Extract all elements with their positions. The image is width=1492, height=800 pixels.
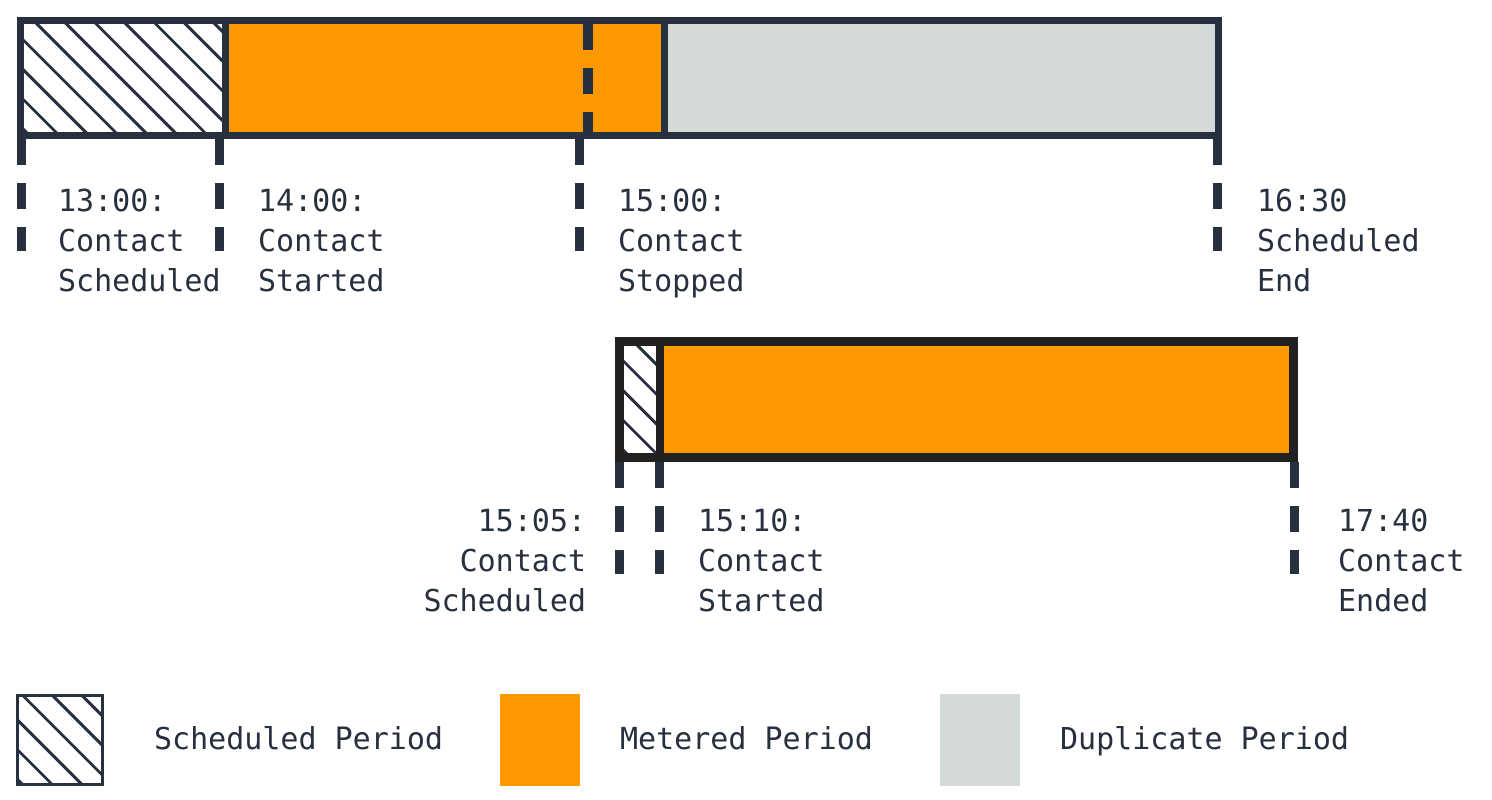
marker-line1: Contact bbox=[258, 224, 385, 259]
timeline-2-label-15-10: 15:10: Contact Started bbox=[698, 502, 824, 622]
marker-line1: Contact bbox=[1338, 544, 1465, 579]
legend-swatch-duplicate-icon bbox=[940, 694, 1020, 786]
legend-label-duplicate: Duplicate Period bbox=[1060, 722, 1349, 757]
legend-swatch-metered-icon bbox=[500, 694, 580, 786]
timeline-1-tick-16-30 bbox=[1213, 139, 1222, 251]
marker-time: 13:00: bbox=[58, 184, 167, 219]
timeline-1-label-14-00: 14:00: Contact Started bbox=[258, 182, 384, 302]
timeline-1-label-13-00: 13:00: Contact Scheduled bbox=[58, 182, 221, 302]
marker-line1: Contact bbox=[58, 224, 185, 259]
legend-label-scheduled: Scheduled Period bbox=[154, 722, 443, 757]
timeline-1-tick-14-00 bbox=[215, 139, 224, 251]
legend-label-metered: Metered Period bbox=[620, 722, 873, 757]
legend-swatch-scheduled-icon bbox=[16, 694, 104, 786]
timeline-2-tick-17-40 bbox=[1290, 462, 1299, 574]
timeline-1-stop-dash bbox=[583, 24, 593, 132]
timeline-1-label-16-30: 16:30 Scheduled End bbox=[1257, 182, 1420, 302]
marker-line2: Stopped bbox=[618, 264, 745, 299]
marker-line1: Contact bbox=[698, 544, 825, 579]
legend-item-duplicate-period: Duplicate Period bbox=[940, 694, 1349, 786]
timeline-1-tick-13-00 bbox=[17, 139, 26, 251]
timeline-2-segment-scheduled bbox=[624, 346, 664, 453]
marker-time: 14:00: bbox=[258, 184, 367, 219]
marker-line2: Scheduled bbox=[58, 264, 221, 299]
timeline-1-segment-scheduled bbox=[24, 24, 229, 132]
timeline-1-label-15-00: 15:00: Contact Stopped bbox=[618, 182, 744, 302]
marker-line2: End bbox=[1257, 264, 1312, 299]
marker-line2: Started bbox=[258, 264, 385, 299]
timeline-1-segment-duplicate bbox=[668, 24, 1215, 132]
timeline-2-tick-15-10 bbox=[655, 462, 664, 574]
timeline-1-bar bbox=[17, 17, 1222, 139]
marker-time: 15:10: bbox=[698, 504, 807, 539]
timeline-1-tick-15-00 bbox=[575, 139, 584, 251]
marker-line2: Scheduled bbox=[423, 584, 586, 619]
timeline-2-tick-15-05 bbox=[615, 462, 624, 574]
marker-line1: Contact bbox=[459, 544, 586, 579]
legend-item-metered-period: Metered Period bbox=[500, 694, 873, 786]
marker-line1: Contact bbox=[618, 224, 745, 259]
marker-time: 15:00: bbox=[618, 184, 727, 219]
timeline-1-segment-metered bbox=[229, 24, 668, 132]
marker-line2: Started bbox=[698, 584, 825, 619]
timeline-2-segment-metered bbox=[664, 346, 1289, 453]
timeline-2-label-15-05: 15:05: Contact Scheduled bbox=[300, 502, 586, 622]
timeline-2-label-17-40: 17:40 Contact Ended bbox=[1338, 502, 1464, 622]
marker-line1: Scheduled bbox=[1257, 224, 1420, 259]
legend-item-scheduled-period: Scheduled Period bbox=[16, 694, 443, 786]
marker-time: 15:05: bbox=[477, 504, 586, 539]
marker-line2: Ended bbox=[1338, 584, 1429, 619]
marker-time: 17:40 bbox=[1338, 504, 1429, 539]
marker-time: 16:30 bbox=[1257, 184, 1348, 219]
timeline-2-bar bbox=[615, 337, 1298, 462]
